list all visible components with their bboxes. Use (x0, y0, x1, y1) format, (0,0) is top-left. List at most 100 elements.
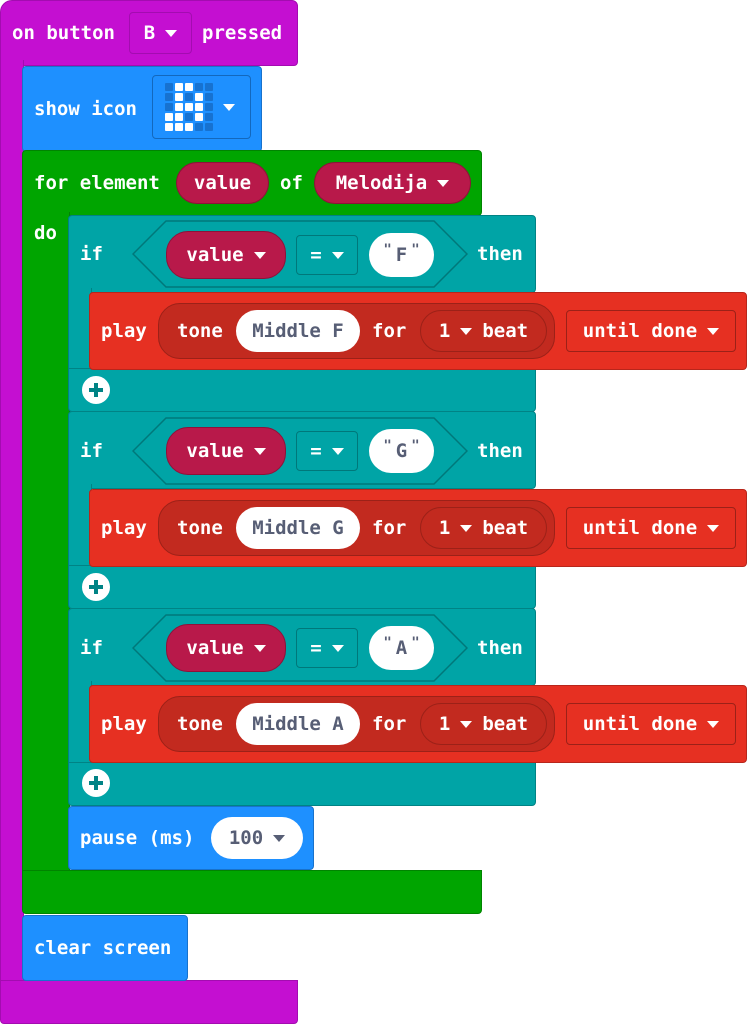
beat-value: 1 (438, 713, 451, 735)
show-icon-label: show icon (34, 98, 137, 120)
close-quote: " (411, 242, 420, 258)
value-dropdown[interactable]: value (166, 231, 286, 279)
play-mode-value: until done (582, 320, 698, 342)
event-block-left-arm (0, 60, 24, 990)
note-value: Middle F (252, 320, 344, 342)
note-value: Middle G (252, 517, 344, 539)
play-mode-value: until done (582, 517, 698, 539)
beat-value: 1 (438, 320, 451, 342)
beat-value: 1 (438, 517, 451, 539)
chevron-down-icon (460, 524, 473, 532)
clear-screen-block[interactable] (22, 915, 188, 981)
value-dropdown[interactable]: value (166, 427, 286, 475)
button-dropdown[interactable]: B (129, 12, 192, 54)
chevron-down-icon (331, 251, 344, 259)
operator-value: = (310, 440, 322, 462)
pressed-label: pressed (202, 22, 283, 44)
operator-value: = (310, 637, 322, 659)
pause-duration-dropdown[interactable]: 100 (211, 817, 303, 859)
on-button-label: on button (12, 22, 115, 44)
for-label: for (372, 517, 407, 539)
button-dropdown-value: B (143, 22, 156, 44)
open-quote: " (383, 242, 392, 258)
operator-dropdown[interactable]: = (296, 235, 358, 275)
melodija-dropdown-value: Melodija (335, 172, 428, 194)
text-input[interactable]: "A" (369, 626, 434, 670)
chevron-down-icon (223, 104, 235, 111)
for-label: for (372, 713, 407, 735)
beat-dropdown[interactable]: 1 beat (420, 310, 547, 352)
of-label: of (280, 172, 303, 194)
play-mode-value: until done (582, 713, 698, 735)
add-else-plus-icon[interactable] (82, 573, 110, 601)
if-label: if (80, 637, 103, 659)
text-input-value: G (395, 440, 408, 462)
if-label: if (80, 440, 103, 462)
icon-dropdown[interactable] (152, 75, 251, 139)
pause-label: pause (ms) (80, 827, 195, 849)
note-value: Middle A (252, 713, 344, 735)
chevron-down-icon (253, 447, 266, 455)
play-mode-dropdown[interactable]: until done (566, 703, 736, 745)
event-block-footer (0, 980, 298, 1024)
open-quote: " (383, 635, 392, 651)
then-label: then (477, 243, 523, 265)
melodija-dropdown[interactable]: Melodija (314, 162, 471, 204)
beat-dropdown[interactable]: 1 beat (420, 507, 547, 549)
chevron-down-icon (331, 447, 344, 455)
then-label: then (477, 440, 523, 462)
value-dropdown-text: value (186, 244, 244, 266)
if-block-left-arm (68, 681, 92, 771)
tone-label: tone (177, 320, 223, 342)
tone-label: tone (177, 713, 223, 735)
note-input[interactable]: Middle A (236, 703, 360, 745)
value-dropdown-text: value (186, 440, 244, 462)
play-mode-dropdown[interactable]: until done (566, 310, 736, 352)
for-label: for (372, 320, 407, 342)
open-quote: " (383, 438, 392, 454)
play-mode-dropdown[interactable]: until done (566, 507, 736, 549)
beat-label: beat (482, 320, 529, 342)
chevron-down-icon (707, 327, 720, 335)
for-element-label: for element (34, 172, 160, 194)
text-input-value: F (395, 244, 408, 266)
beat-dropdown[interactable]: 1 beat (420, 703, 547, 745)
if-label: if (80, 243, 103, 265)
play-label: play (101, 320, 147, 342)
add-else-plus-icon[interactable] (82, 376, 110, 404)
note-input[interactable]: Middle G (236, 507, 360, 549)
chevron-down-icon (460, 720, 473, 728)
for-element-footer (22, 870, 482, 914)
chevron-down-icon (253, 644, 266, 652)
if-block-footer (68, 368, 536, 412)
text-input-value: A (395, 637, 408, 659)
operator-value: = (310, 244, 322, 266)
text-input[interactable]: "F" (369, 233, 434, 277)
value-dropdown-text: value (186, 637, 244, 659)
then-label: then (477, 637, 523, 659)
chevron-down-icon (707, 720, 720, 728)
for-element-left-arm (22, 212, 70, 876)
chevron-down-icon (460, 327, 473, 335)
do-label: do (34, 222, 57, 244)
value-variable[interactable]: value (176, 162, 269, 204)
beat-label: beat (482, 517, 529, 539)
chevron-down-icon (707, 524, 720, 532)
chevron-down-icon (253, 251, 266, 259)
value-dropdown[interactable]: value (166, 624, 286, 672)
add-else-plus-icon[interactable] (82, 769, 110, 797)
close-quote: " (411, 438, 420, 454)
operator-dropdown[interactable]: = (296, 628, 358, 668)
led-pattern-icon (165, 83, 213, 131)
play-label: play (101, 713, 147, 735)
tone-label: tone (177, 517, 223, 539)
clear-screen-label: clear screen (34, 937, 172, 959)
if-block-footer (68, 565, 536, 609)
chevron-down-icon (165, 29, 178, 37)
operator-dropdown[interactable]: = (296, 431, 358, 471)
text-input[interactable]: "G" (369, 429, 434, 473)
chevron-down-icon (273, 834, 286, 842)
note-input[interactable]: Middle F (236, 310, 360, 352)
beat-label: beat (482, 713, 529, 735)
chevron-down-icon (437, 179, 450, 187)
